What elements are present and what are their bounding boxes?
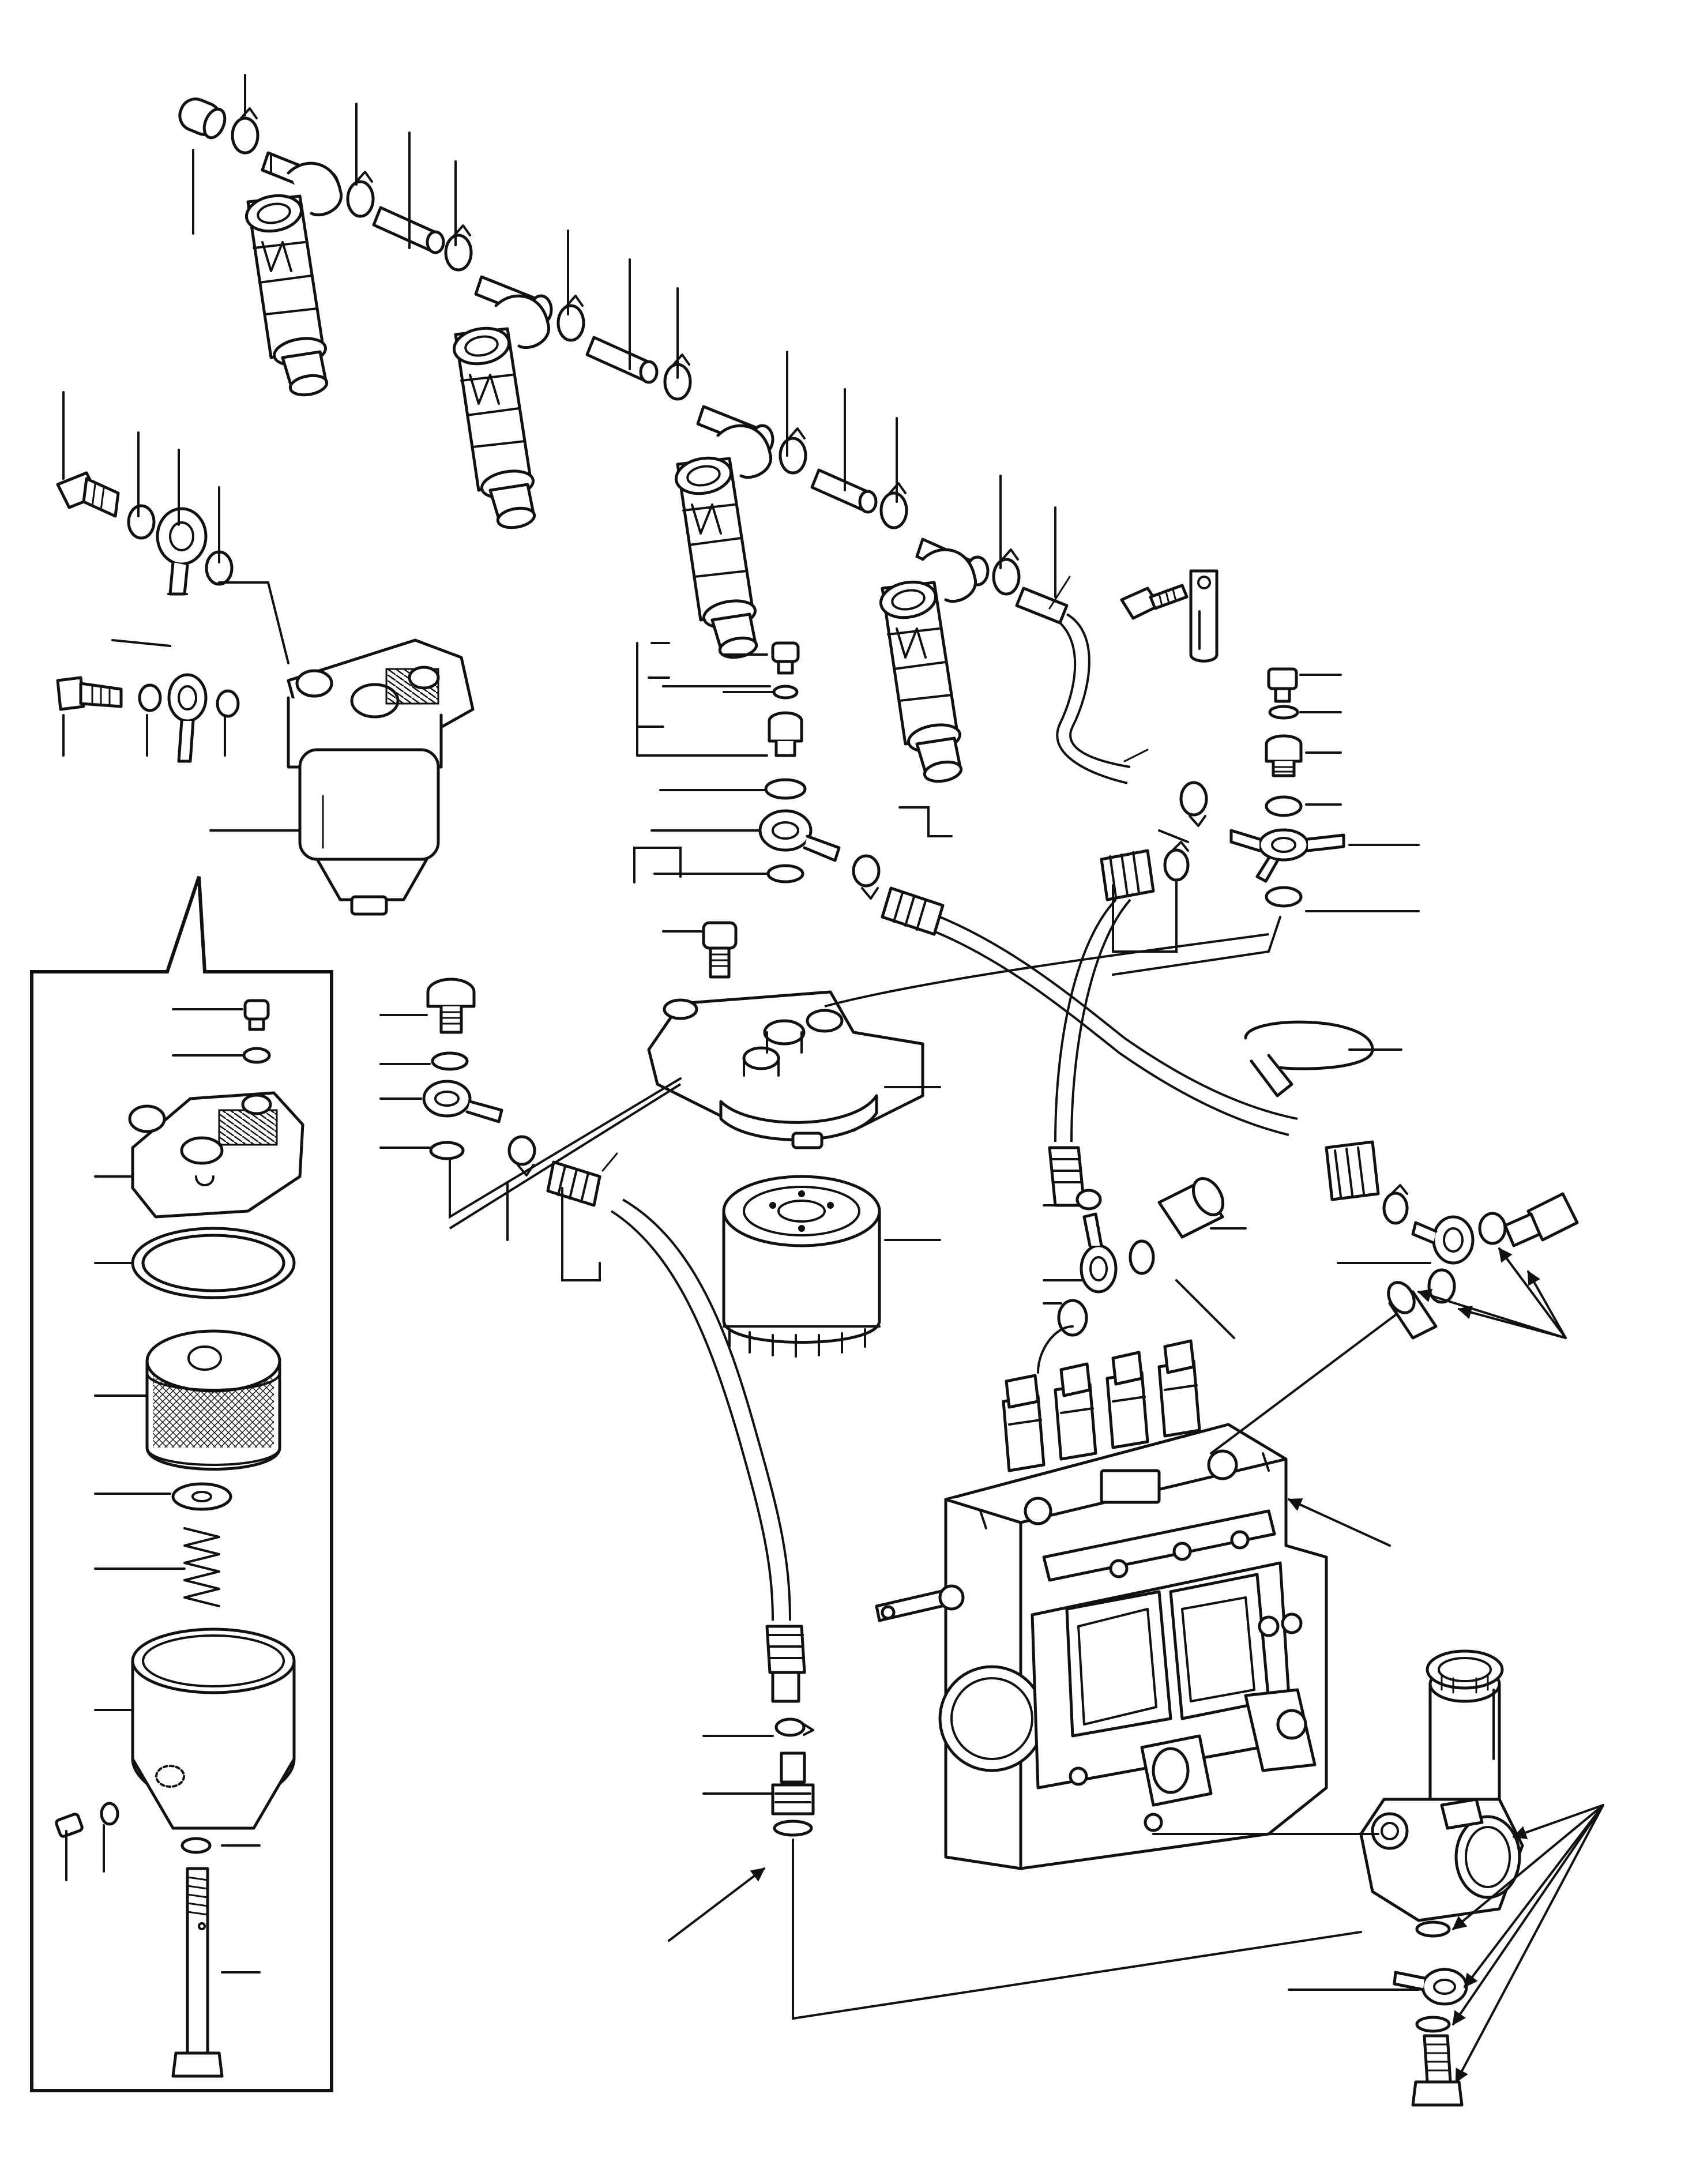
inlet-connector (771, 1751, 815, 1837)
bolt (1267, 667, 1298, 703)
banjo-fitting (758, 809, 841, 862)
pump-feed-hose (1048, 841, 1190, 1207)
washer (1265, 886, 1303, 908)
washer (242, 1047, 271, 1064)
filter-head-bracket (647, 921, 924, 1149)
leak-off-hose (372, 206, 445, 254)
filter-inlet-fittings (56, 471, 240, 763)
washer (429, 1141, 465, 1160)
center-bolt (171, 1867, 224, 2078)
hollow-bolt (768, 711, 803, 757)
cable-tie (1244, 1020, 1374, 1097)
hollow-bolt (56, 471, 120, 518)
banjo-fitting (1080, 1212, 1118, 1294)
hose-clamp (231, 107, 260, 155)
washer (127, 504, 156, 540)
hose-clamp (346, 171, 375, 218)
connector-line (449, 933, 1269, 1230)
washer (216, 689, 240, 718)
washer (772, 685, 799, 700)
pump-inlet-fittings (1057, 1140, 1579, 1340)
washer (431, 1051, 469, 1071)
washer (138, 683, 162, 712)
feed-pump-outlet-fittings (1393, 1920, 1468, 2107)
filter-element (145, 1329, 281, 1471)
return-fitting-stack (1229, 667, 1345, 908)
leak-off-hose (810, 468, 878, 514)
filter-head (128, 1091, 304, 1219)
washer (1415, 2016, 1451, 2033)
washer (1265, 795, 1303, 817)
filter-detail-inset (30, 876, 333, 2092)
fuel-hose (546, 1152, 791, 1621)
hollow-bolt (56, 676, 123, 711)
hose-clamp (779, 427, 807, 475)
leak-off-hose (585, 336, 659, 384)
hose-clamp (507, 1135, 536, 1176)
bolt (1120, 584, 1189, 620)
washer (1268, 705, 1299, 720)
pump-inlet-hose-end (765, 1625, 815, 1837)
bolt (702, 921, 738, 979)
drain-plug (55, 1802, 119, 1838)
hose-clamp (852, 854, 881, 900)
washer (764, 778, 807, 800)
banjo-fitting (167, 673, 208, 763)
banjo-fitting (422, 1080, 503, 1123)
centre-hollow-bolt-stack (758, 641, 1298, 1136)
washer (171, 1482, 232, 1511)
hose-clamp (1179, 781, 1208, 827)
hose-clamp (774, 1717, 814, 1737)
banjo-tee-fitting (1229, 828, 1345, 883)
assembly-arrows (668, 1247, 1604, 2084)
washer (766, 864, 804, 884)
hollow-bolt (1411, 2034, 1464, 2107)
hose-clamp (879, 482, 908, 529)
injector-nozzle-4 (879, 548, 977, 783)
spin-on-filter (722, 1175, 881, 1358)
union-nut (1157, 1177, 1225, 1239)
connection-lines (633, 806, 1397, 2020)
fuel-filter-assembly (287, 638, 475, 916)
hollow-bolt (1265, 734, 1303, 777)
hose-clamp (1075, 1189, 1102, 1211)
washer (1478, 1212, 1507, 1245)
hose-clamp (556, 295, 585, 342)
o-ring (131, 1227, 296, 1299)
fuel-injection-pump (875, 1339, 1328, 1870)
delivery-valve-holders (1002, 1339, 1201, 1472)
end-cap (178, 97, 227, 140)
injector-nozzle-3 (674, 424, 773, 659)
hose-clamp (1163, 841, 1190, 882)
return-hose (1015, 576, 1149, 784)
fuel-hose (1325, 1140, 1380, 1201)
filter-bowl (131, 1627, 296, 1830)
hollow-bolt (426, 978, 476, 1034)
priming-feed-pump (1359, 1649, 1524, 1922)
bolt (243, 999, 270, 1031)
banjo-fitting (1411, 1215, 1475, 1265)
injector-nozzle-1 (245, 161, 343, 397)
hose-clamp (992, 548, 1021, 596)
hose-clamp (444, 224, 473, 272)
hose-clamp (1382, 1184, 1409, 1225)
check-valve (1387, 1281, 1438, 1340)
o-ring (180, 1837, 212, 1854)
spring (183, 1527, 220, 1607)
washer (1415, 1920, 1451, 1938)
washer (1129, 1239, 1155, 1275)
banjo-fitting (1393, 1968, 1468, 2006)
banjo-fitting (156, 507, 208, 596)
pipe-clip (1189, 569, 1219, 663)
fuel-hose (881, 886, 1298, 1136)
callout-leaders (62, 74, 1495, 1991)
washer (1427, 1268, 1456, 1304)
feed-pipe-fittings (422, 978, 791, 1621)
injector-nozzle-2 (452, 294, 551, 529)
hollow-bolt (1503, 1192, 1579, 1247)
bolt (771, 641, 800, 663)
